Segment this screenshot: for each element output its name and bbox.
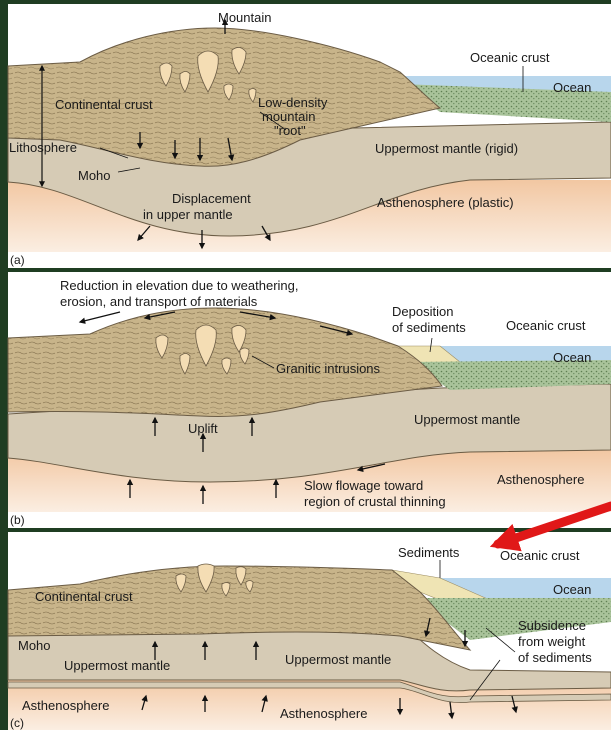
panel-a-moho-label: Moho [78, 168, 111, 183]
panel-c-letter: (c) [10, 716, 24, 730]
root-label-line3: "root" [274, 123, 306, 138]
panel-a-uppermost-mantle-label: Uppermost mantle (rigid) [375, 141, 518, 156]
subsidence-label-line3: of sediments [518, 650, 592, 665]
panel-c-asthenosphere-left-label: Asthenosphere [22, 698, 109, 713]
panel-a-ocean-label: Ocean [553, 80, 591, 95]
panel-c-continental-crust-label: Continental crust [35, 589, 133, 604]
panel-c-asthenosphere-bottom-label: Asthenosphere [280, 706, 367, 721]
reduction-label-line2: erosion, and transport of materials [60, 294, 258, 309]
panel-c-oceanic-crust-label: Oceanic crust [500, 548, 580, 563]
panel-c-ocean-label: Ocean [553, 582, 591, 597]
lithosphere-label: Lithosphere [9, 140, 77, 155]
root-label-line2: mountain [262, 109, 315, 124]
subsidence-label-line2: from weight [518, 634, 586, 649]
granitic-intrusions-label: Granitic intrusions [276, 361, 381, 376]
panel-a: Mountain Oceanic crust Ocean Continental… [8, 4, 611, 268]
panel-b-oceanic-crust-label: Oceanic crust [506, 318, 586, 333]
panel-a-letter: (a) [10, 253, 25, 267]
sediments-label: Sediments [398, 545, 460, 560]
panel-a-asthenosphere-label: Asthenosphere (plastic) [377, 195, 514, 210]
panel-c-uppermost-mantle-right-label: Uppermost mantle [285, 652, 391, 667]
uplift-label: Uplift [188, 421, 218, 436]
deposition-label-line2: of sediments [392, 320, 466, 335]
deposition-label-line1: Deposition [392, 304, 453, 319]
panel-a-oceanic-crust-label: Oceanic crust [470, 50, 550, 65]
panel-b-asthenosphere-label: Asthenosphere [497, 472, 584, 487]
panel-c: Oceanic crust Sediments Ocean Continenta… [8, 532, 611, 730]
panel-b-letter: (b) [10, 513, 25, 527]
panel-a-continental-crust-label: Continental crust [55, 97, 153, 112]
flowage-label-line1: Slow flowage toward [304, 478, 423, 493]
root-label-line1: Low-density [258, 95, 328, 110]
displacement-label-line2: in upper mantle [143, 207, 233, 222]
displacement-label-line1: Displacement [172, 191, 251, 206]
panel-b-ocean-label: Ocean [553, 350, 591, 365]
flowage-label-line2: region of crustal thinning [304, 494, 446, 509]
panel-b-uppermost-mantle-label: Uppermost mantle [414, 412, 520, 427]
panel-c-moho-label: Moho [18, 638, 51, 653]
mountain-label: Mountain [218, 10, 271, 25]
panel-b: Reduction in elevation due to weathering… [8, 272, 611, 528]
panel-c-uppermost-mantle-left-label: Uppermost mantle [64, 658, 170, 673]
reduction-label-line1: Reduction in elevation due to weathering… [60, 278, 299, 293]
subsidence-label-line1: Subsidence [518, 618, 586, 633]
